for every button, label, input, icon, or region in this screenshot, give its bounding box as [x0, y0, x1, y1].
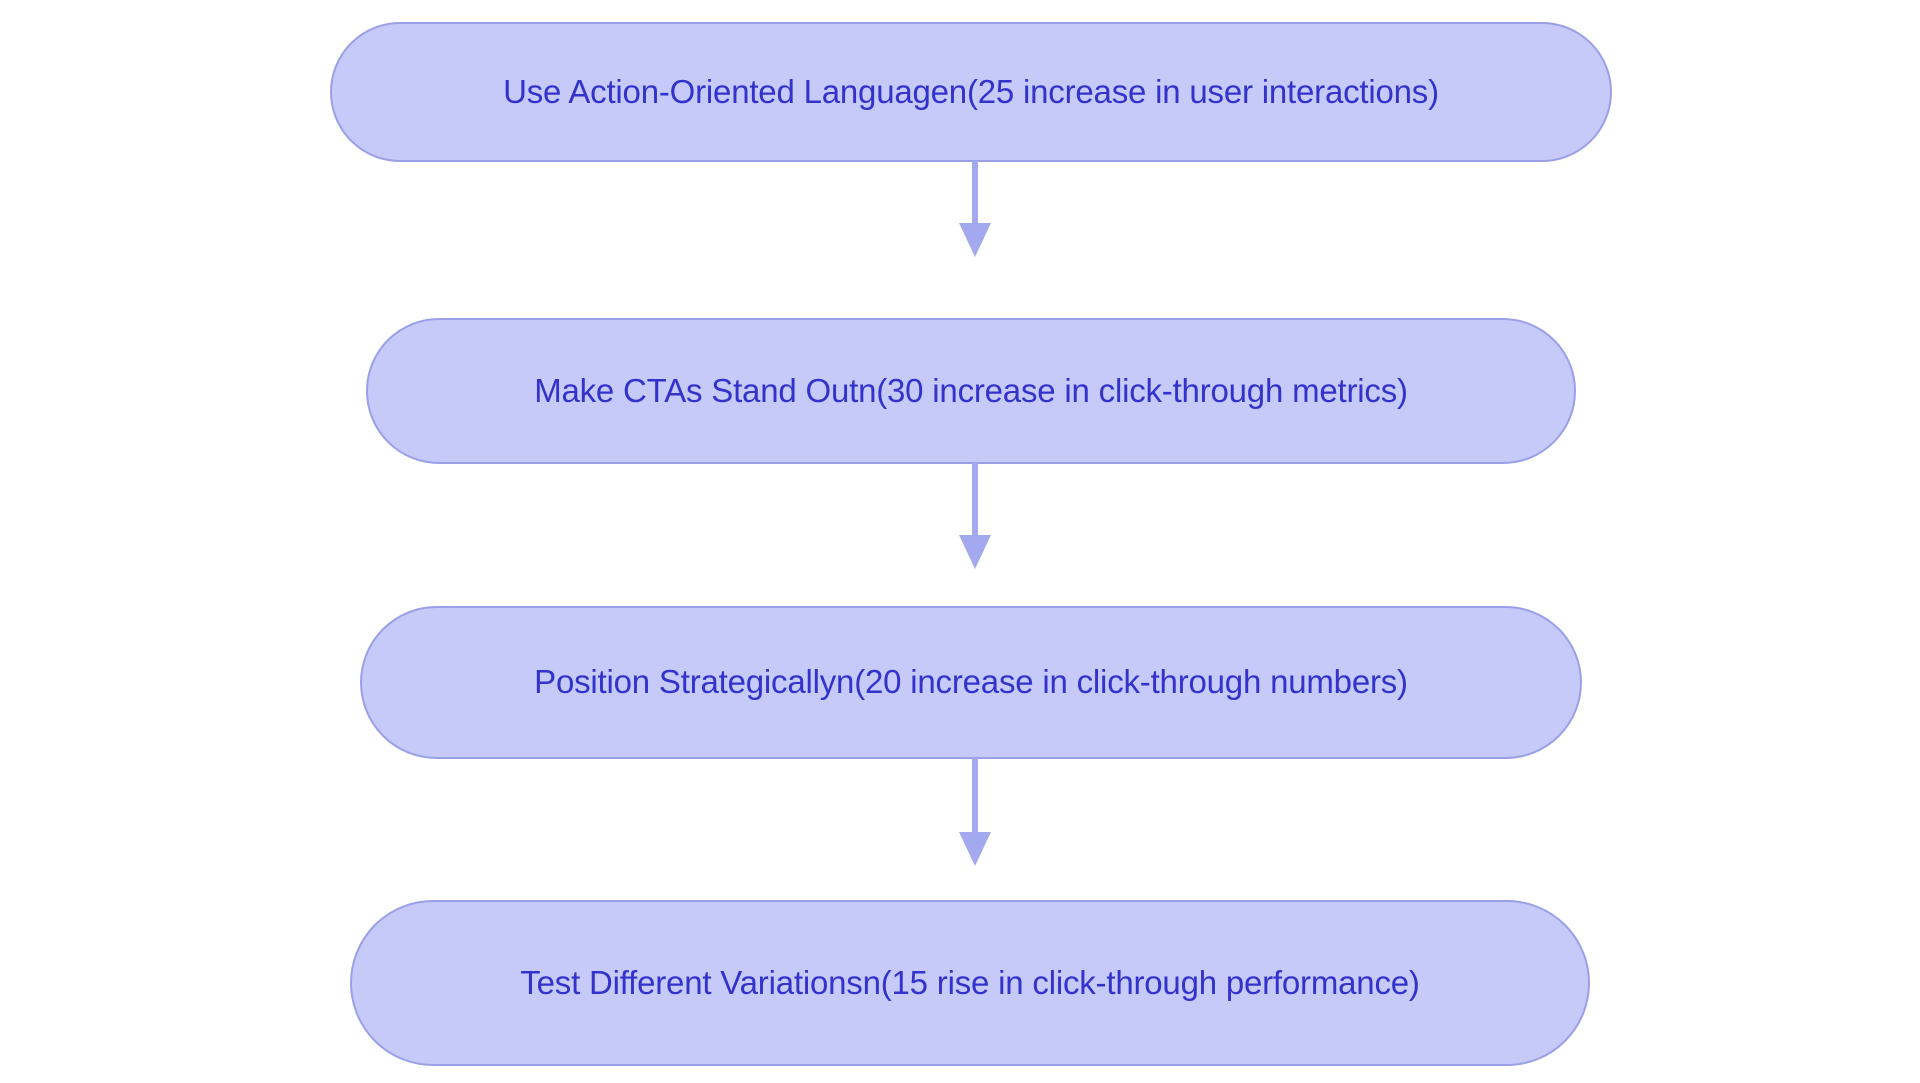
flow-connector-3: [959, 758, 991, 866]
arrowhead-down-icon: [959, 535, 991, 569]
flow-node-label: Make CTAs Stand Outn(30 increase in clic…: [534, 371, 1408, 409]
connector-shaft: [972, 463, 978, 535]
flow-connector-2: [959, 463, 991, 569]
flow-node-test-different-variations[interactable]: Test Different Variationsn(15 rise in cl…: [350, 900, 1590, 1066]
flow-node-make-ctas-stand-out[interactable]: Make CTAs Stand Outn(30 increase in clic…: [366, 318, 1576, 464]
connector-shaft: [972, 758, 978, 832]
flow-node-use-action-oriented-language[interactable]: Use Action-Oriented Languagen(25 increas…: [330, 22, 1612, 162]
flow-node-position-strategically[interactable]: Position Strategicallyn(20 increase in c…: [360, 606, 1582, 759]
flow-node-label: Use Action-Oriented Languagen(25 increas…: [503, 72, 1439, 110]
flow-node-label: Test Different Variationsn(15 rise in cl…: [520, 963, 1420, 1001]
arrowhead-down-icon: [959, 832, 991, 866]
flow-node-label: Position Strategicallyn(20 increase in c…: [534, 663, 1408, 701]
flow-connector-1: [959, 161, 991, 257]
arrowhead-down-icon: [959, 223, 991, 257]
connector-shaft: [972, 161, 978, 223]
